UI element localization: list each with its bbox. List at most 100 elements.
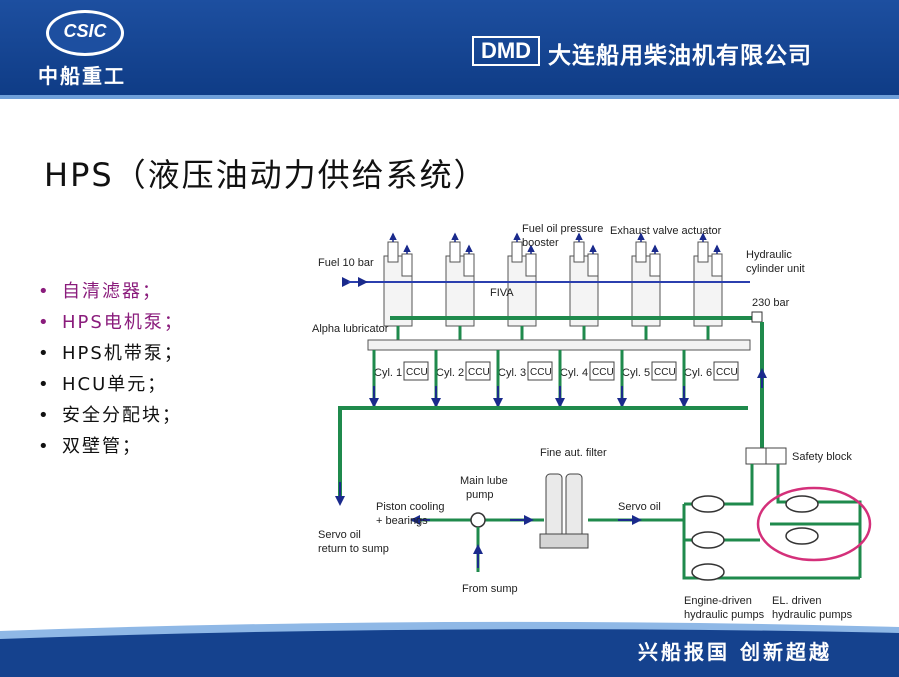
label-230bar: 230 bar [752,297,790,309]
ccu-box [465,361,491,381]
label-booster: Fuel oil pressure [522,223,603,235]
ccu-box [403,361,429,381]
label-main-lube: pump [466,489,494,501]
bullet-dot: • [38,374,51,395]
label-engine-pumps: Engine-driven [684,595,752,607]
cylinder-unit [693,232,723,340]
dmd-logo: DMD [472,36,540,66]
label-servo: Servo oil [618,501,661,513]
cylinder-label: Cyl. 6 [684,367,712,379]
bullet-item: •自清滤器； [38,276,184,307]
label-el-pumps: EL. driven [772,595,822,607]
pump-manifold [682,464,862,580]
pump-icon [691,563,725,581]
ccu-box [527,361,553,381]
ccu-label: CCU [530,367,552,378]
label-piston: Piston cooling [376,501,445,513]
engine-frame [367,339,751,351]
cylinder-part [511,241,523,263]
cylinder-part [635,241,647,263]
cylinder-label: Cyl. 1 [374,367,402,379]
bullet-text: HPS电机泵； [62,312,184,333]
bullet-text: 安全分配块； [62,405,182,426]
label-hydraulic: cylinder unit [746,263,805,275]
servo-return-line [338,406,748,502]
fine-filter [539,473,589,549]
cylinder-units [383,232,723,340]
footer-dark-band [0,629,899,677]
csic-logo-text: CSIC [63,21,107,41]
pump-icon [785,527,819,545]
cylinder-part [573,241,585,263]
header-divider [0,95,899,99]
cylinder-part [449,241,461,263]
pump-icon [691,495,725,513]
label-safety: Safety block [792,451,852,463]
ccu-label: CCU [468,367,490,378]
slogan: 兴船报国 创新超越 [638,640,832,664]
engine-driven-pumps [691,495,725,581]
cylinder-label: Cyl. 3 [498,367,526,379]
cylinder-part [587,253,599,277]
label-booster: booster [522,237,559,249]
main-lube-pump-icon [470,512,486,528]
header-bar: CSIC 中船重工 DMD 大连船用柴油机有限公司 [0,0,899,95]
company-name: 大连船用柴油机有限公司 [548,43,812,69]
ccu-label: CCU [654,367,676,378]
bullet-dot: • [38,312,51,333]
bullet-list: •自清滤器； •HPS电机泵； •HPS机带泵； •HCU单元； •安全分配块；… [38,276,184,462]
ccu-box [651,361,677,381]
label-fiva: FIVA [490,287,514,299]
filter-body [565,473,583,539]
bullet-item: •HPS机带泵； [38,338,184,369]
bullet-text: 自清滤器； [62,281,162,302]
bullet-text: 双壁管； [62,436,142,457]
ccu-label: CCU [406,367,428,378]
bullet-item: • HCU单元； [38,369,184,400]
cylinder-label: Cyl. 2 [436,367,464,379]
logo-chinese-name: 中船重工 [38,64,126,88]
bullet-dot: • [38,405,51,426]
ccu-box [713,361,739,381]
label-exhaust: Exhaust valve actuator [610,225,722,237]
csic-logo: CSIC [46,10,124,56]
filter-body [545,473,563,539]
cylinder-part [463,253,475,277]
rail-end-box [751,311,763,323]
label-hydraulic: Hydraulic [746,249,792,261]
cylinder-part [711,253,723,277]
el-driven-pumps [785,495,819,545]
ccu-box [589,361,615,381]
label-fine-filter: Fine aut. filter [540,447,607,459]
cylinder-unit [507,232,537,340]
label-engine-pumps: hydraulic pumps [684,609,765,621]
cylinder-row: Cyl. 1 CCU Cyl. 2 CCU Cyl. 3 CCU Cyl. 4 CCU Cyl.… [369,350,739,408]
cylinder-part [387,241,399,263]
label-main-lube: Main lube [460,475,508,487]
bullet-item: • HPS电机泵； [38,307,184,338]
bullet-dot: • [38,436,51,457]
cylinder-part [525,253,537,277]
cylinder-label: Cyl. 5 [622,367,650,379]
hps-diagram: Cyl. 1 CCU Cyl. 2 CCU Cyl. 3 CCU Cyl. 4 CCU Cyl.… [312,223,872,621]
label-sump: From sump [462,583,518,595]
cylinder-part [649,253,661,277]
label-fuel: Fuel 10 bar [318,257,374,269]
pump-icon [691,531,725,549]
bullet-item: • 双壁管； [38,431,184,462]
ccu-label: CCU [716,367,738,378]
cylinder-unit [383,232,413,340]
slide-title: HPS（液压油动力供给系统） [44,156,488,194]
bullet-dot: • [38,343,51,364]
cylinder-part [401,253,413,277]
cylinder-label: Cyl. 4 [560,367,588,379]
bullet-item: • 安全分配块； [38,400,184,431]
cylinder-unit [569,232,599,340]
footer-bar [0,621,899,677]
label-el-pumps: hydraulic pumps [772,609,853,621]
bullet-text: HCU单元； [62,374,168,395]
label-servo-return: return to sump [318,543,389,555]
highlight-circle [756,486,872,562]
filter-base [539,533,589,549]
cylinder-unit [631,232,661,340]
